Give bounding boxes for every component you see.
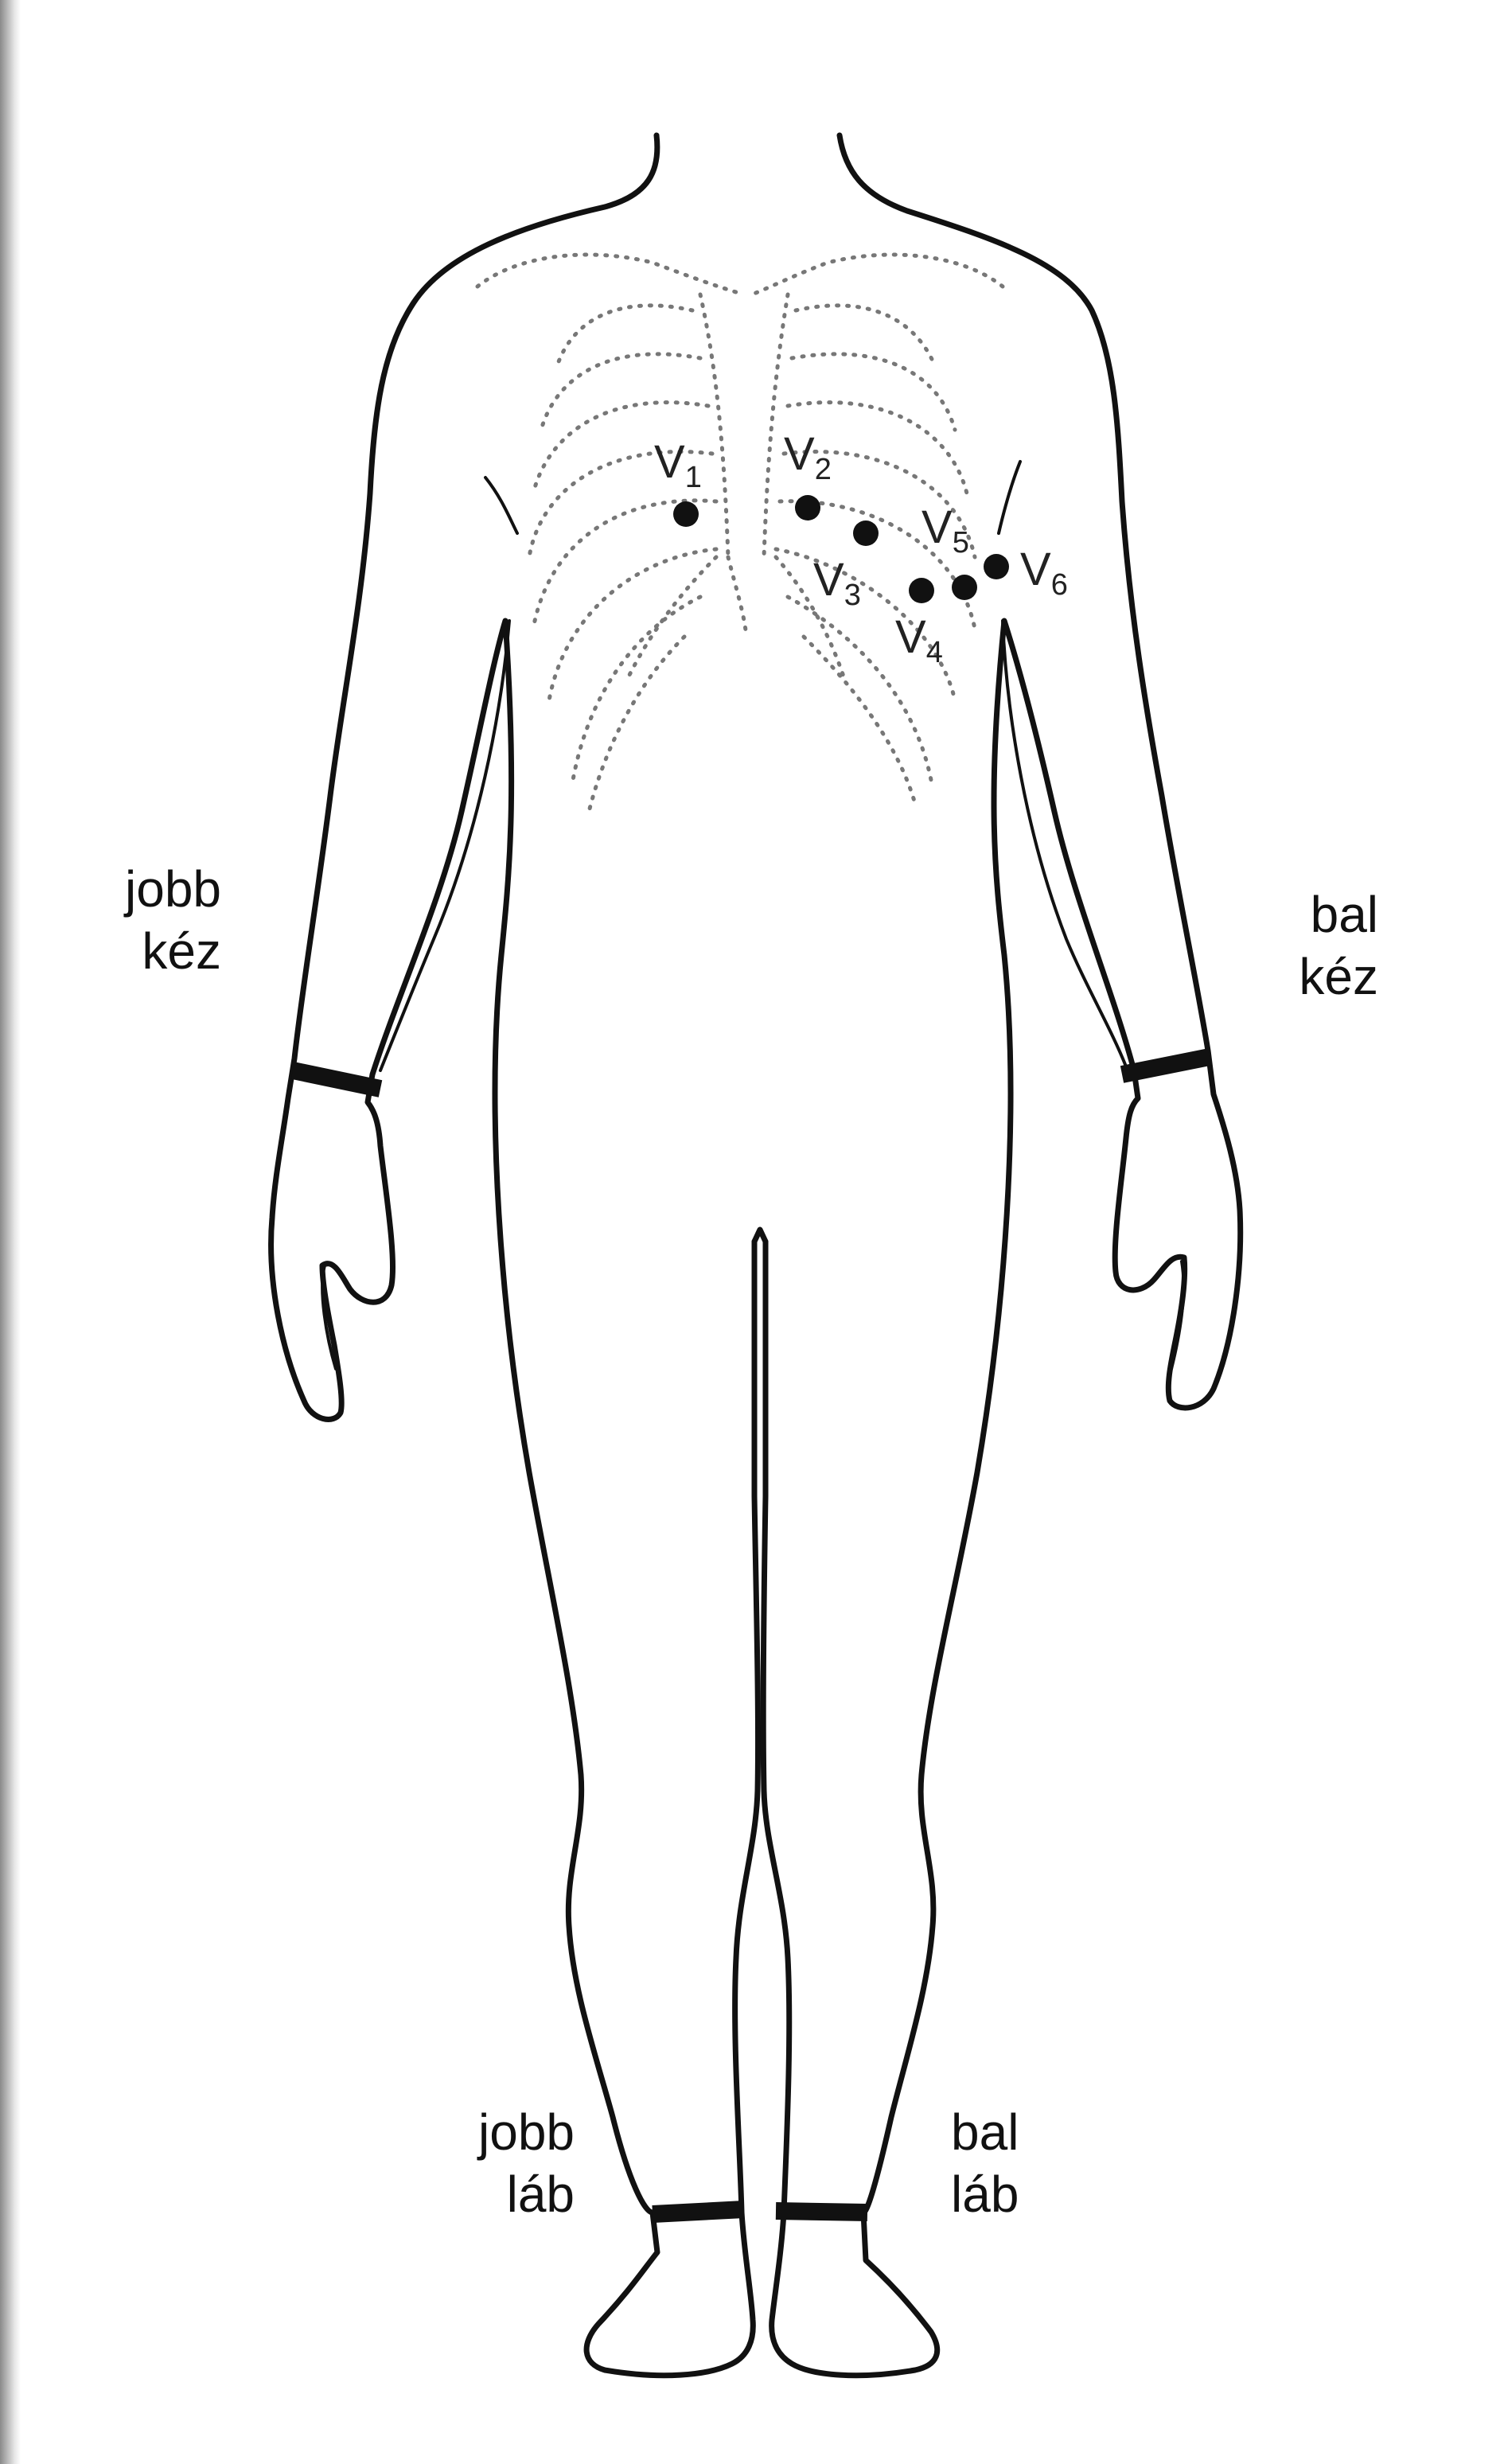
rib-right-7 [573, 597, 700, 780]
label-right-leg: jobb láb [463, 2101, 575, 2225]
right-ankle-band [653, 2209, 744, 2214]
left-ankle-band [776, 2211, 867, 2213]
rib-left-6 [776, 549, 955, 700]
lead-label-v6: V6 [1020, 544, 1068, 602]
lead-label-v2: V2 [784, 428, 832, 486]
electrode-v3 [853, 520, 879, 546]
right-wrist-band [293, 1070, 380, 1089]
rib-right-6 [549, 549, 716, 700]
limb-electrodes [293, 1057, 1210, 2214]
lead-label-v4: V4 [895, 611, 943, 669]
label-left-leg: bal láb [951, 2101, 1054, 2225]
body-outline [271, 135, 1241, 2376]
electrode-v4 [909, 578, 934, 603]
sternum-left-edge [764, 294, 788, 557]
rib-right-2 [541, 354, 700, 430]
crotch-line [754, 1230, 766, 1242]
electrode-v5 [952, 575, 977, 600]
body-right-contour [763, 135, 1241, 2376]
sternum-right-edge [700, 294, 728, 557]
clavicle-right [477, 255, 744, 294]
label-left-arm: bal kéz [1275, 883, 1378, 1008]
clavicle-left [752, 255, 1003, 294]
lead-label-v3: V3 [813, 554, 861, 612]
label-right-arm: jobb kéz [110, 858, 221, 982]
left-armpit-line [999, 462, 1020, 533]
lead-label-v5: V5 [921, 501, 969, 559]
costal-margin-right [629, 557, 716, 676]
left-wrist-band [1122, 1057, 1210, 1074]
electrode-v1 [673, 501, 699, 527]
xiphoid [728, 557, 746, 637]
right-armpit-line [485, 478, 517, 533]
electrode-v6 [984, 554, 1009, 579]
rib-left-2 [792, 354, 955, 430]
electrode-v2 [795, 495, 820, 520]
lead-label-v1: V1 [654, 436, 702, 494]
